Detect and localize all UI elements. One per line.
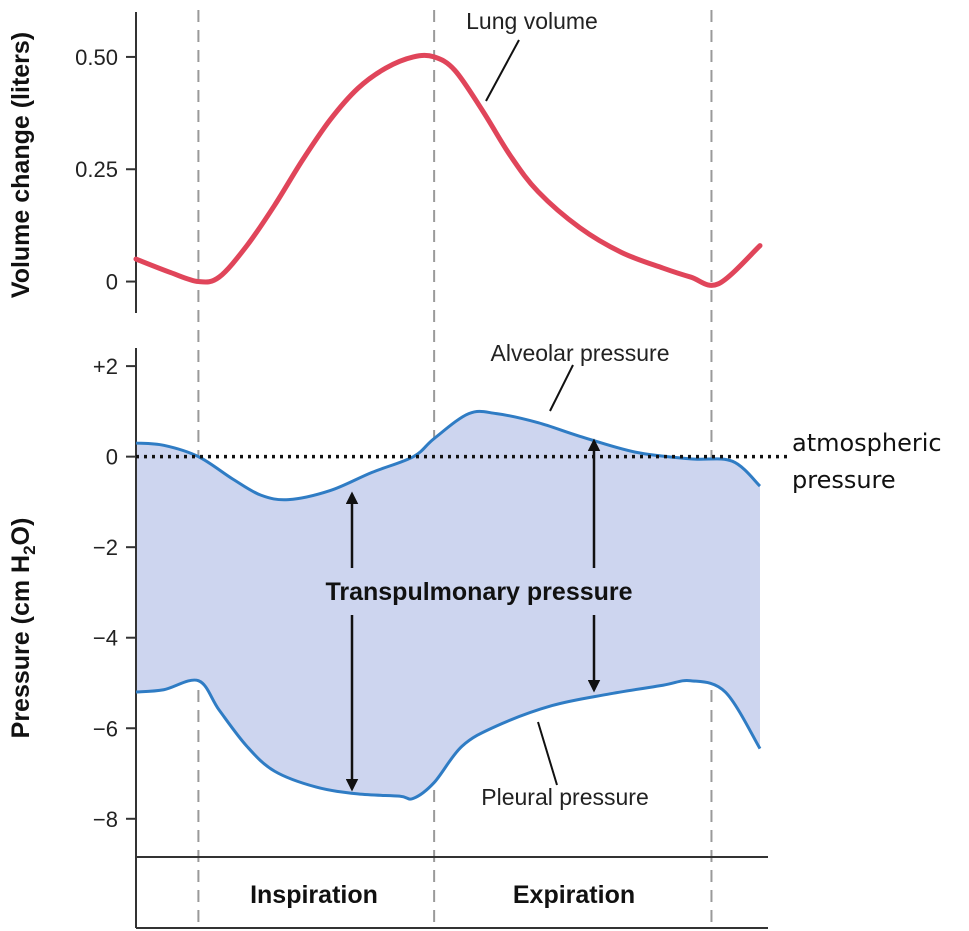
atmospheric-label-line2: pressure <box>792 466 896 494</box>
alveolar-pressure-label: Alveolar pressure <box>491 340 670 366</box>
volume-tick-label: 0 <box>106 270 118 295</box>
pressure-tick-label: −2 <box>93 535 118 560</box>
expiration-label: Expiration <box>513 881 635 909</box>
inspiration-label: Inspiration <box>250 881 378 909</box>
volume-panel: 0.50 0.25 0 Volume change (liters) Lung vo… <box>7 8 763 313</box>
pleural-leader <box>537 721 558 786</box>
lung-volume-leader <box>485 39 520 102</box>
pressure-label-text: Pressure (cm H <box>7 555 35 738</box>
lung-volume-line <box>133 52 763 288</box>
pleural-pressure-label: Pleural pressure <box>481 784 648 810</box>
pressure-tick-label: −8 <box>93 807 118 832</box>
volume-tick-label: 0.50 <box>75 45 118 70</box>
pressure-label-end: O) <box>7 518 35 546</box>
pressure-tick-label: 0 <box>106 445 118 470</box>
pressure-y-axis-label: Pressure (cm H2O) <box>7 518 39 739</box>
lung-volume-label: Lung volume <box>466 8 598 34</box>
atmospheric-label-line1: atmospheric <box>792 429 942 457</box>
alveolar-leader <box>549 364 574 412</box>
alveolar-pressure-line <box>135 409 762 502</box>
pressure-tick-label: +2 <box>93 354 118 379</box>
transpulmonary-fill <box>136 411 760 800</box>
volume-y-axis-label: Volume change (liters) <box>7 32 35 298</box>
pressure-tick-label: −6 <box>93 716 118 741</box>
pressure-label-sub: 2 <box>20 545 39 554</box>
volume-tick-label: 0.25 <box>75 157 118 182</box>
pleural-pressure-line <box>135 678 762 801</box>
pressure-panel: +2 0 −2 −4 −6 −8 Pressure (cm H2O) atmospheri… <box>7 340 942 929</box>
transpulmonary-pressure-label: Transpulmonary pressure <box>325 578 632 606</box>
pressure-tick-label: −4 <box>93 626 118 651</box>
